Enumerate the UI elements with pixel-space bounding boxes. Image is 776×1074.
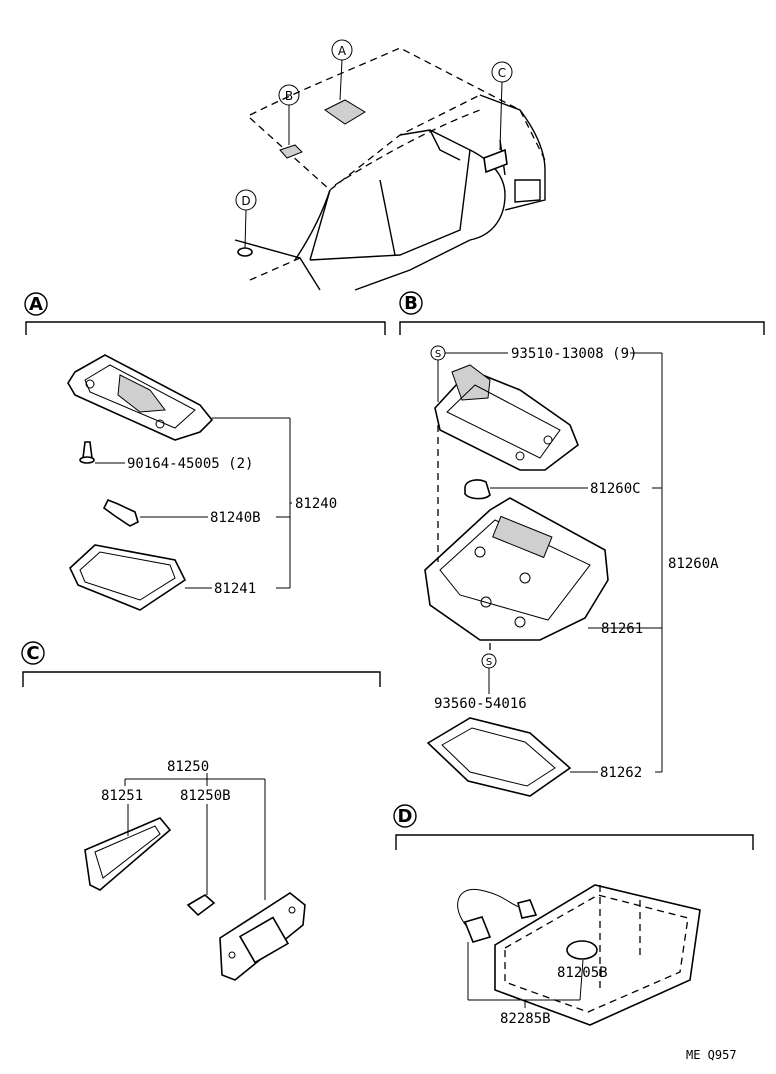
courtesy-lamp-tray[interactable] — [494, 884, 701, 1026]
section-d: D — [393, 804, 754, 1026]
screw-marker-top: S — [435, 349, 441, 360]
section-d-badge: D — [398, 806, 413, 827]
part-label-b-screw-top: 93510-13008 (9) — [511, 346, 637, 362]
callout-c[interactable]: C — [491, 61, 513, 151]
section-b: B S S — [399, 291, 765, 797]
bulb-icon — [102, 498, 139, 527]
dome-lamp-housing[interactable] — [424, 497, 609, 641]
part-label-c-bulb: 81250B — [180, 788, 231, 804]
callout-b[interactable]: B — [278, 84, 300, 145]
section-a-badge: A — [29, 294, 43, 315]
part-label-b-lens: 81262 — [600, 765, 642, 781]
part-label-a-lens: 81241 — [214, 581, 256, 597]
callout-b-label: B — [285, 89, 293, 103]
callout-d-label: D — [241, 194, 250, 208]
part-label-b-screw-bottom: 93560-54016 — [434, 696, 527, 712]
part-label-c-lens: 81251 — [101, 788, 143, 804]
screw-marker-bottom: S — [486, 657, 492, 668]
part-label-a-assembly: 81240 — [295, 496, 337, 512]
section-b-badge: B — [404, 293, 418, 314]
bulb-icon — [464, 479, 491, 500]
part-label-b-housing: 81261 — [601, 621, 643, 637]
section-c: C — [21, 641, 381, 981]
luggage-lamp-lens[interactable] — [84, 817, 172, 891]
map-lamp-lens[interactable] — [69, 544, 187, 611]
section-c-badge: C — [26, 643, 39, 664]
dome-lamp-lens[interactable] — [426, 717, 572, 797]
callout-c-label: C — [498, 66, 506, 80]
part-label-d-wire: 82285B — [500, 1011, 551, 1027]
part-label-c-assembly: 81250 — [167, 759, 209, 775]
part-label-d-switch: 81205B — [557, 965, 608, 981]
diagram-code: ME Q957 — [686, 1048, 737, 1062]
car-overview — [234, 47, 546, 291]
part-label-b-bulb: 81260C — [590, 481, 641, 497]
callout-a-label: A — [338, 44, 347, 58]
bulb-icon — [186, 894, 216, 917]
section-a: A — [24, 292, 386, 611]
part-label-b-assembly: 81260A — [668, 556, 719, 572]
callout-a[interactable]: A — [331, 39, 353, 101]
part-label-a-screw: 90164-45005 (2) — [127, 456, 253, 472]
part-label-a-bulb: 81240B — [210, 510, 261, 526]
screw-icon — [79, 441, 95, 464]
callout-d[interactable]: D — [235, 189, 257, 249]
